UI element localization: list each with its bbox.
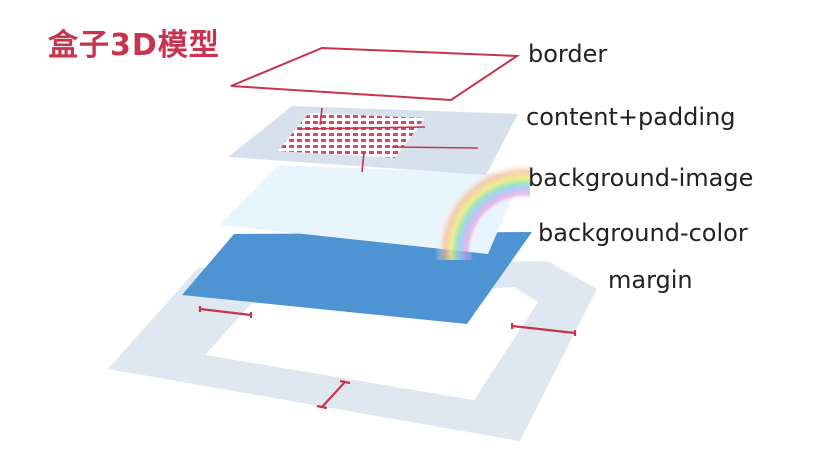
label-border: border <box>528 40 608 68</box>
margin-layer <box>108 261 597 441</box>
content-guide-lines <box>297 107 479 173</box>
rainbow-graphic <box>420 165 530 260</box>
label-content-padding: content+padding <box>526 103 736 131</box>
label-background-image: background-image <box>528 164 754 192</box>
content-area <box>278 113 425 158</box>
page-title: 盒子3D模型 <box>48 28 220 63</box>
border-layer <box>230 46 521 102</box>
label-background-color: background-color <box>538 219 748 247</box>
margin-markers <box>198 306 577 410</box>
label-margin: margin <box>608 266 693 294</box>
